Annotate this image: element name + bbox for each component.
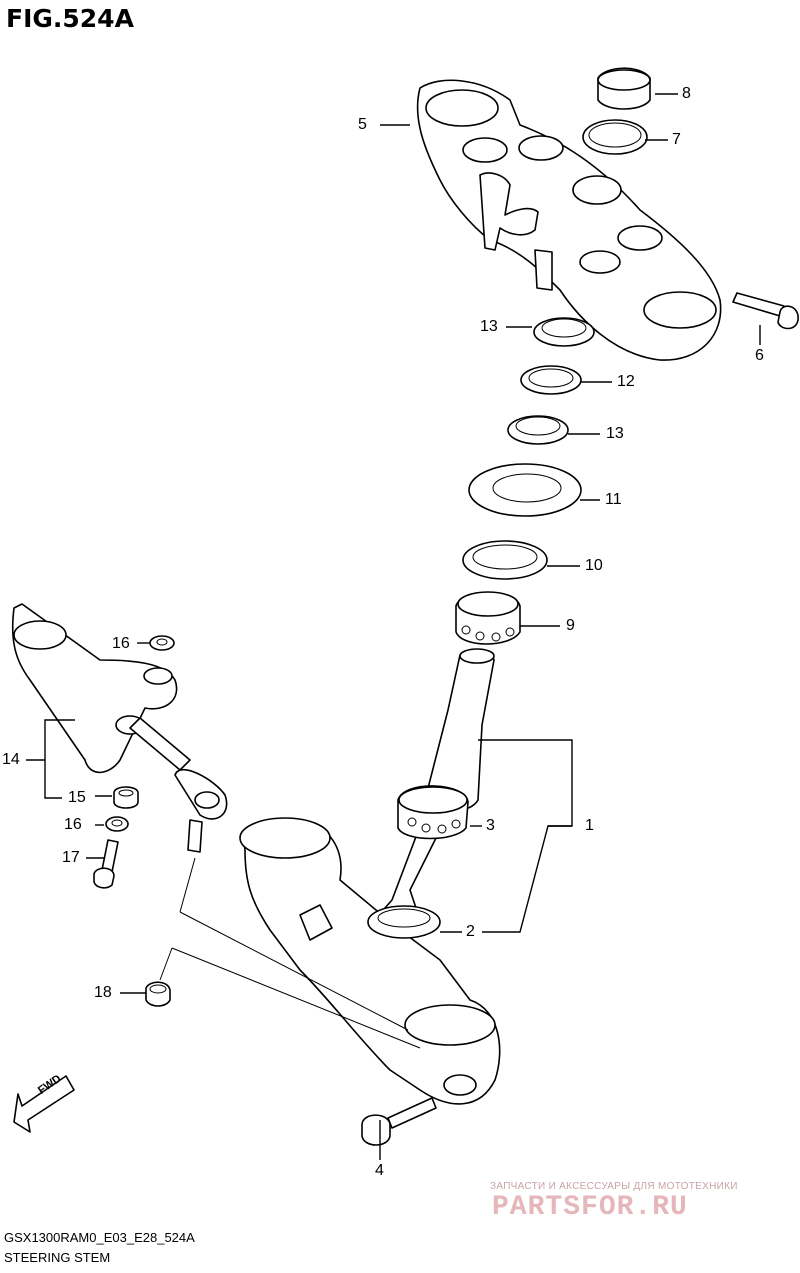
steering-stem-nut-part [597, 67, 651, 110]
steering-damper-part [11, 603, 228, 853]
watermark-brand: PARTSFOR.RU [492, 1192, 688, 1223]
upper-bracket-part [416, 79, 722, 361]
callout-10: 10 [585, 557, 603, 574]
lower-bracket-bolt-part [361, 1097, 437, 1146]
lower-seal-part [367, 905, 441, 939]
lower-bearing-part [397, 785, 469, 840]
callout-13-lower: 13 [606, 425, 624, 442]
watermark-tagline: ЗАПЧАСТИ И АКСЕССУАРЫ ДЛЯ МОТОТЕХНИКИ [490, 1181, 738, 1192]
callout-13-upper: 13 [480, 318, 498, 335]
leader-lines [26, 93, 761, 1160]
washer-part [582, 119, 648, 155]
callout-3: 3 [486, 817, 495, 834]
fwd-arrow-icon [13, 1075, 75, 1133]
callout-2: 2 [466, 923, 475, 940]
steering-stem-part [239, 648, 501, 1105]
callout-6: 6 [755, 347, 764, 364]
lock-nut-part [507, 317, 595, 445]
callout-18: 18 [94, 984, 112, 1001]
callout-11: 11 [605, 491, 622, 508]
small-fasteners [93, 635, 175, 1007]
diagram-caption: STEERING STEM [4, 1250, 111, 1265]
callout-8: 8 [682, 85, 691, 102]
upper-bracket-bolt-part [732, 292, 799, 330]
callout-4: 4 [375, 1162, 384, 1179]
callout-17: 17 [62, 849, 80, 866]
callout-16-lower: 16 [64, 816, 82, 833]
figure-title: FIG.524A [6, 4, 134, 33]
lock-washer-part [520, 365, 582, 395]
bearing-race-part [462, 540, 548, 580]
callout-7: 7 [672, 131, 681, 148]
callout-12: 12 [617, 373, 635, 390]
diagram-code: GSX1300RAM0_E03_E28_524A [4, 1230, 195, 1245]
callout-9: 9 [566, 617, 575, 634]
callout-15: 15 [68, 789, 86, 806]
dust-seal-part [468, 463, 582, 517]
callout-5: 5 [358, 116, 367, 133]
callout-16-upper: 16 [112, 635, 130, 652]
callout-14: 14 [2, 751, 20, 768]
upper-bearing-part [455, 591, 521, 645]
callout-1: 1 [585, 817, 594, 834]
